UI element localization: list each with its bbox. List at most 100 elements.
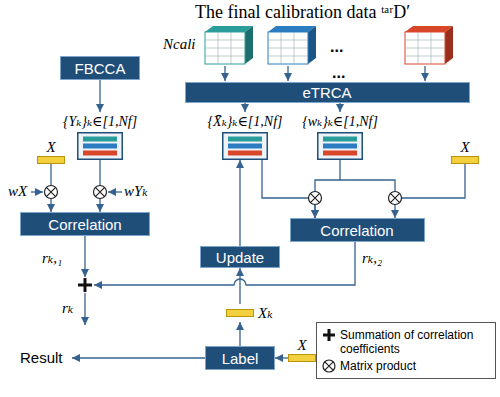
data-arrow (287, 66, 288, 81)
signal-bar: X (288, 338, 316, 362)
legend-entry: Matrix product (322, 359, 490, 373)
node-label: X (297, 338, 306, 353)
node-label: Xₖ (258, 304, 273, 322)
sum-symbol (323, 329, 335, 341)
legend-text: Summation of correlation coefficients (340, 328, 490, 356)
flow-arrow (244, 103, 245, 113)
signal-bar (37, 156, 65, 164)
vector-frame (223, 133, 268, 160)
output-arrow (94, 242, 355, 285)
data-arrow (224, 66, 225, 81)
vector-set: {X̄ₖ}ₖ∈[1,Nf] (208, 112, 283, 160)
data-stack (205, 26, 253, 81)
flow-arrow (99, 80, 100, 112)
sum-symbol (78, 278, 92, 292)
sum-symbol (78, 278, 92, 292)
flow-arrow (262, 160, 315, 218)
stack-side (445, 26, 453, 64)
vector-icon (317, 132, 363, 160)
legend-text: Matrix product (340, 359, 416, 373)
product-symbol (45, 186, 58, 199)
vector-row (228, 137, 262, 142)
product-symbol (389, 192, 402, 205)
data-stack (405, 26, 453, 81)
signal-bar (288, 354, 316, 362)
process-box: Correlation (290, 218, 425, 242)
output-arrow (84, 236, 85, 277)
flow-arrow (275, 357, 288, 358)
product-symbol (310, 193, 319, 202)
stack-front (205, 32, 245, 64)
stack-front (405, 32, 445, 64)
legend-symbol (322, 359, 336, 373)
signal-bar (226, 309, 254, 317)
signal-bar (451, 156, 479, 164)
node-label: FBCCA (75, 60, 126, 77)
vector-icon (77, 132, 123, 160)
node-label: {wₖ}ₖ∈[1,Nf] (302, 114, 378, 130)
stack-top (268, 26, 316, 32)
branch-wire (340, 180, 395, 191)
node-label: {Yₖ}ₖ∈[1,Nf] (63, 114, 137, 130)
vector-set: {wₖ}ₖ∈[1,Nf] (302, 112, 378, 160)
count-symbol: Ncali (163, 36, 196, 52)
node-label: X (46, 140, 55, 155)
product-symbol (46, 187, 55, 196)
ellipsis: ... (332, 64, 345, 82)
stack-top (205, 26, 253, 32)
vector-frame (78, 133, 123, 160)
product-symbol (309, 192, 322, 205)
product-symbol (390, 193, 399, 202)
product-symbol (325, 362, 333, 370)
coefficient-symbol: rₖ (62, 300, 73, 316)
stack-side (308, 26, 316, 64)
process-box: Update (200, 246, 280, 268)
product-symbol (45, 186, 58, 199)
vector-row (83, 144, 117, 149)
product-symbol (95, 187, 104, 196)
data-arrow (424, 66, 425, 81)
node-label: eTRCA (302, 84, 351, 101)
vector-icon (222, 132, 268, 160)
signal-bar: X (37, 140, 65, 164)
vector-row (323, 137, 357, 142)
flow-arrow (395, 164, 465, 218)
stack-grid (205, 32, 245, 64)
stack-grid (405, 32, 445, 64)
product-symbol (94, 186, 107, 199)
flow-arrow (239, 268, 240, 304)
signal-bar: X (451, 140, 479, 164)
vector-row (83, 151, 117, 156)
process-box: Correlation (20, 212, 150, 236)
output-label: Result (20, 349, 63, 366)
vector-icon (317, 132, 363, 160)
process-box: FBCCA (60, 56, 140, 80)
flow-arrow (315, 160, 340, 218)
diagram-title: The final calibration data ᵗᵃʳD′ (195, 2, 410, 23)
product-symbol (389, 192, 402, 205)
vector-icon (222, 132, 268, 160)
legend-entry: Summation of correlation coefficients (322, 328, 490, 356)
node-label: X (460, 140, 469, 155)
stack-grid (268, 32, 308, 64)
coefficient-symbol: rₖ,₂ (362, 250, 382, 266)
process-box: Label (205, 346, 275, 370)
vector-row (228, 151, 262, 156)
weight-symbol: wYₖ (124, 183, 148, 199)
product-symbol (94, 186, 107, 199)
node-label: Correlation (320, 222, 393, 239)
weight-arrow (31, 191, 43, 192)
data-stack (268, 26, 316, 81)
node-label: Update (216, 249, 264, 266)
vector-set: {Yₖ}ₖ∈[1,Nf] (63, 112, 137, 160)
product-symbol (323, 360, 335, 372)
vector-icon (77, 132, 123, 160)
node-label: Correlation (48, 216, 121, 233)
stack-top (405, 26, 453, 32)
process-box: eTRCA (185, 82, 470, 103)
weight-arrow (108, 191, 122, 192)
signal-bar: Xₖ (226, 304, 273, 322)
weight-symbol: wX (8, 183, 27, 199)
node-label: Label (222, 350, 259, 367)
